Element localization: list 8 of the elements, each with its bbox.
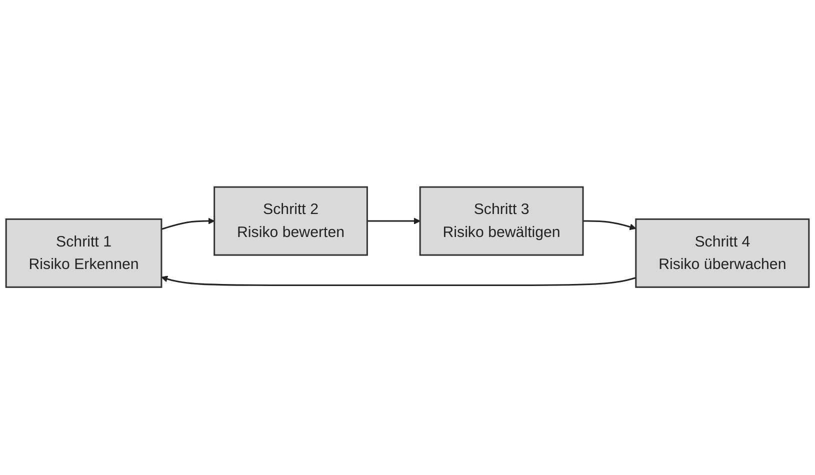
arrow: [583, 220, 636, 230]
arrow: [367, 218, 420, 225]
node-box: Schritt 4 Risiko überwachen: [635, 218, 810, 288]
node-box: Schritt 3 Risiko bewältigen: [419, 186, 584, 256]
node-box: Schritt 2 Risiko bewerten: [214, 186, 368, 256]
arrow: [161, 218, 215, 230]
arrow: [161, 276, 636, 286]
node-box: Schritt 1 Risiko Erkennen: [5, 218, 162, 288]
